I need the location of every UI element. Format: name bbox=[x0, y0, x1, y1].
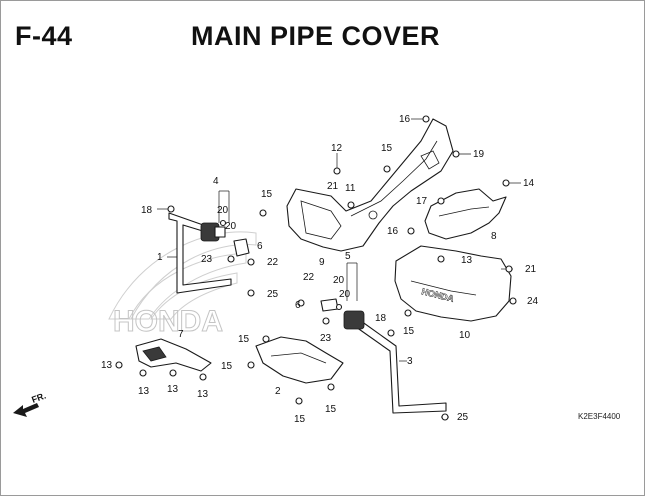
callout-24: 24 bbox=[527, 296, 539, 307]
part-8-right-upper-cover bbox=[424, 188, 507, 240]
callout-5: 5 bbox=[345, 251, 351, 262]
part-7-small-cover bbox=[135, 338, 212, 372]
callout-8: 8 bbox=[491, 231, 497, 242]
callout-20: 20 bbox=[339, 289, 351, 300]
callout-25: 25 bbox=[457, 412, 469, 423]
callout-15: 15 bbox=[325, 404, 337, 415]
callout-9: 9 bbox=[319, 257, 325, 268]
callout-11: 11 bbox=[345, 183, 356, 194]
callout-23: 23 bbox=[320, 333, 332, 344]
callout-13: 13 bbox=[197, 389, 209, 400]
callout-14: 14 bbox=[523, 178, 535, 189]
callout-16: 16 bbox=[387, 226, 399, 237]
callout-22: 22 bbox=[303, 272, 315, 283]
callout-18: 18 bbox=[375, 313, 387, 324]
callout-16: 16 bbox=[399, 114, 411, 125]
callout-10: 10 bbox=[459, 330, 471, 341]
callout-13: 13 bbox=[101, 360, 113, 371]
front-direction-arrow: FR. bbox=[13, 391, 47, 417]
callout-3: 3 bbox=[407, 356, 413, 367]
diagram-code: F-44 bbox=[15, 21, 73, 51]
callout-15: 15 bbox=[403, 326, 415, 337]
callout-21: 21 bbox=[327, 181, 339, 192]
part-10-lower-side-cover: HONDA bbox=[394, 245, 512, 322]
part-4-left-clamp bbox=[200, 222, 226, 242]
front-label: FR. bbox=[30, 391, 47, 405]
callout-1: 1 bbox=[157, 252, 163, 263]
callout-numbers: 16 19 12 15 21 11 14 4 20 20 18 15 17 16… bbox=[101, 114, 539, 425]
part-3-right-pipe bbox=[355, 320, 447, 414]
callout-15: 15 bbox=[294, 414, 306, 425]
callout-25: 25 bbox=[267, 289, 279, 300]
callout-20: 20 bbox=[217, 205, 229, 216]
callout-15: 15 bbox=[238, 334, 250, 345]
watermark-text: HONDA bbox=[113, 305, 223, 338]
callout-15: 15 bbox=[261, 189, 273, 200]
callout-20: 20 bbox=[333, 275, 345, 286]
part-2-lower-cover bbox=[255, 336, 344, 384]
reference-code: K2E3F4400 bbox=[578, 412, 621, 421]
part-9-main-pipe-cover-upper bbox=[286, 118, 454, 252]
callout-2: 2 bbox=[275, 386, 281, 397]
callout-13: 13 bbox=[461, 255, 473, 266]
fasteners bbox=[115, 115, 517, 421]
callout-20: 20 bbox=[225, 221, 237, 232]
callout-15: 15 bbox=[221, 361, 233, 372]
callout-12: 12 bbox=[331, 143, 343, 154]
callout-18: 18 bbox=[141, 205, 153, 216]
callout-13: 13 bbox=[138, 386, 150, 397]
part-6-left-bracket bbox=[233, 238, 250, 257]
diagram-title: MAIN PIPE COVER bbox=[191, 21, 441, 51]
honda-wing-watermark: HONDA bbox=[108, 231, 257, 339]
callout-17: 17 bbox=[416, 196, 428, 207]
callout-6: 6 bbox=[257, 241, 263, 252]
callout-23: 23 bbox=[201, 254, 213, 265]
callout-21: 21 bbox=[525, 264, 537, 275]
callout-15: 15 bbox=[381, 143, 393, 154]
callout-13: 13 bbox=[167, 384, 179, 395]
part-5-right-clamp bbox=[320, 298, 365, 330]
callout-19: 19 bbox=[473, 149, 485, 160]
callout-6: 6 bbox=[295, 300, 301, 311]
callout-7: 7 bbox=[178, 329, 184, 340]
callout-4: 4 bbox=[213, 176, 219, 187]
callout-22: 22 bbox=[267, 257, 279, 268]
